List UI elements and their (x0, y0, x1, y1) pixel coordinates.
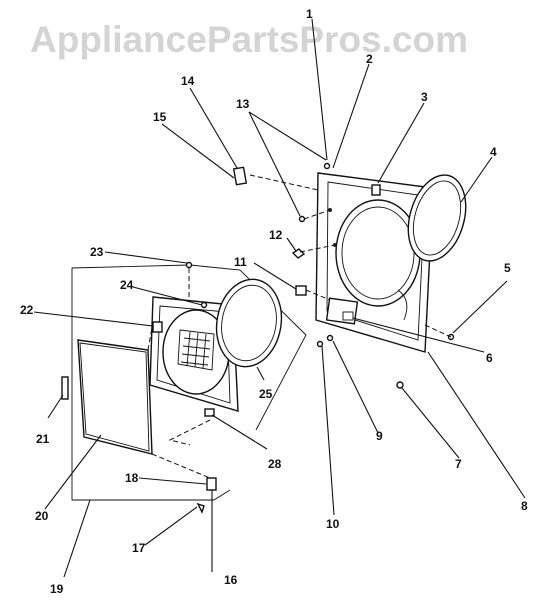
window-ring-part (215, 278, 283, 368)
callout-4: 4 (490, 145, 497, 159)
callout-11: 11 (234, 255, 247, 269)
callout-12: 12 (269, 228, 283, 242)
callout-3: 3 (421, 90, 428, 104)
door-handle-part (61, 376, 69, 400)
small-hardware-parts (232, 162, 455, 389)
callout-5: 5 (504, 261, 511, 275)
callout-22: 22 (20, 303, 34, 317)
callout-15: 15 (153, 110, 167, 124)
callout-6: 6 (486, 351, 493, 365)
front-small-parts (185, 261, 217, 514)
callout-20: 20 (35, 509, 49, 523)
callout-21: 21 (36, 432, 50, 446)
callout-leaders (33, 18, 526, 578)
callout-1: 1 (306, 7, 313, 21)
callout-19: 19 (50, 582, 64, 596)
callout-17: 17 (132, 541, 146, 555)
callout-23: 23 (90, 245, 104, 259)
callout-9: 9 (376, 429, 383, 443)
door-gasket-ring-part (407, 174, 467, 262)
callout-24: 24 (120, 278, 134, 292)
callout-10: 10 (326, 517, 340, 531)
callout-labels: 1 2 3 4 5 6 7 8 9 10 11 12 13 14 15 16 1… (20, 7, 528, 596)
callout-8: 8 (521, 499, 528, 513)
callout-16: 16 (224, 573, 238, 587)
callout-28: 28 (268, 457, 282, 471)
callout-7: 7 (455, 457, 462, 471)
callout-13: 13 (236, 97, 250, 111)
callout-14: 14 (181, 74, 195, 88)
callout-18: 18 (125, 471, 139, 485)
front-panel-part (315, 172, 434, 353)
outer-door-panel-part (77, 339, 153, 455)
callout-25: 25 (259, 387, 273, 401)
callout-2: 2 (366, 52, 373, 66)
watermark-text: AppliancePartsPros.com (30, 19, 468, 60)
